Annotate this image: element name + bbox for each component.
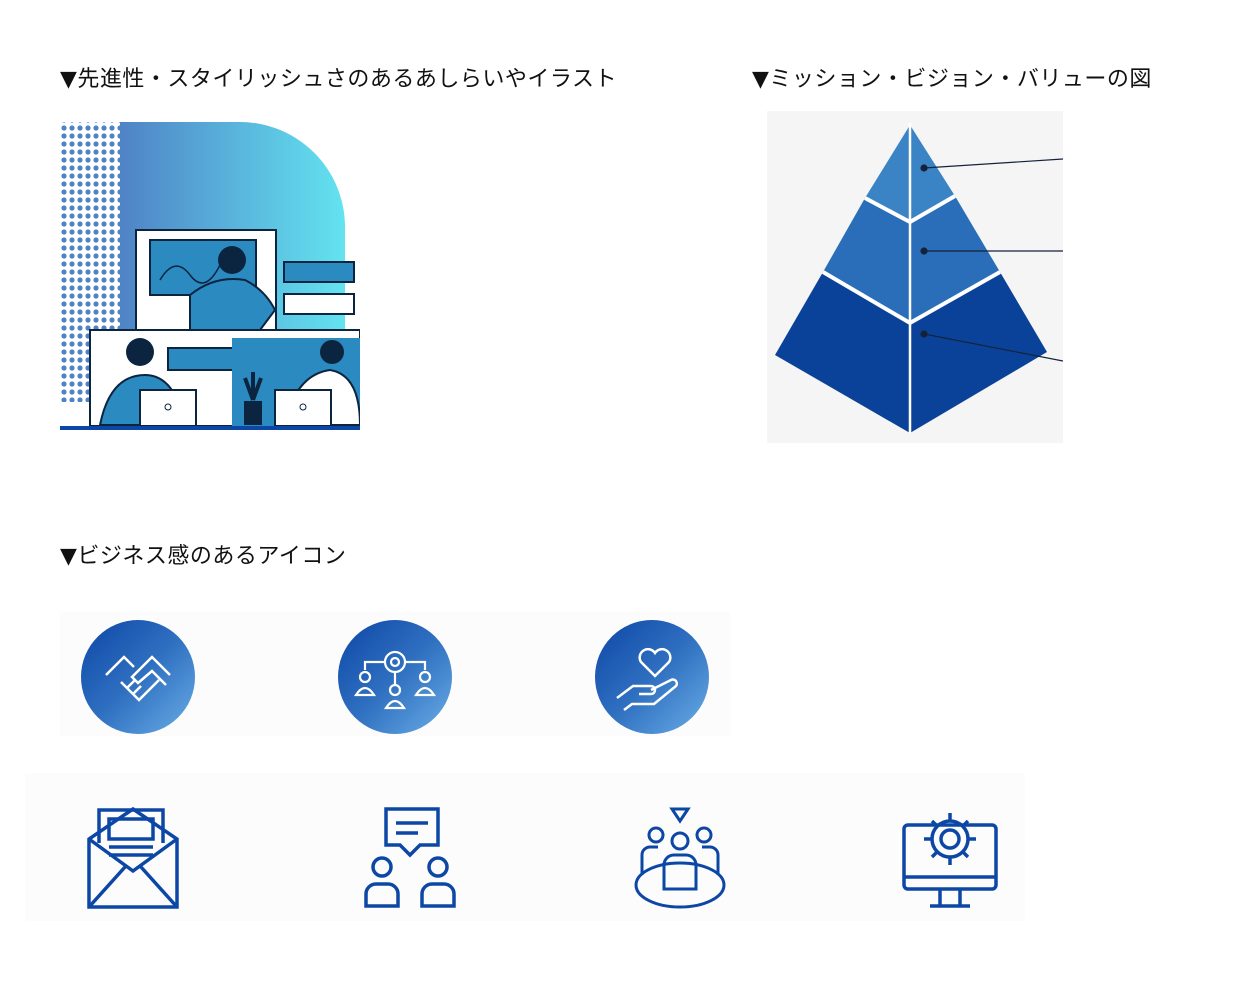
mission-vision-value-pyramid <box>767 111 1063 443</box>
heart-hand-icon <box>595 620 709 734</box>
office-illustration <box>60 122 360 430</box>
mail-icon <box>87 806 179 909</box>
monitor-gear-icon <box>902 813 998 908</box>
handshake-icon <box>81 620 195 734</box>
chat-team-icon <box>364 807 456 908</box>
meeting-icon <box>634 807 726 909</box>
line-icons-row <box>25 773 1025 921</box>
pyramid-middle-tier <box>823 196 1000 323</box>
team-gear-icon <box>338 620 452 734</box>
illustration-heading: ▼先進性・スタイリッシュさのあるあしらいやイラスト <box>60 67 617 92</box>
icons-heading: ▼ビジネス感のあるアイコン <box>60 544 347 569</box>
pyramid-heading: ▼ミッション・ビジョン・バリューの図 <box>752 67 1152 92</box>
